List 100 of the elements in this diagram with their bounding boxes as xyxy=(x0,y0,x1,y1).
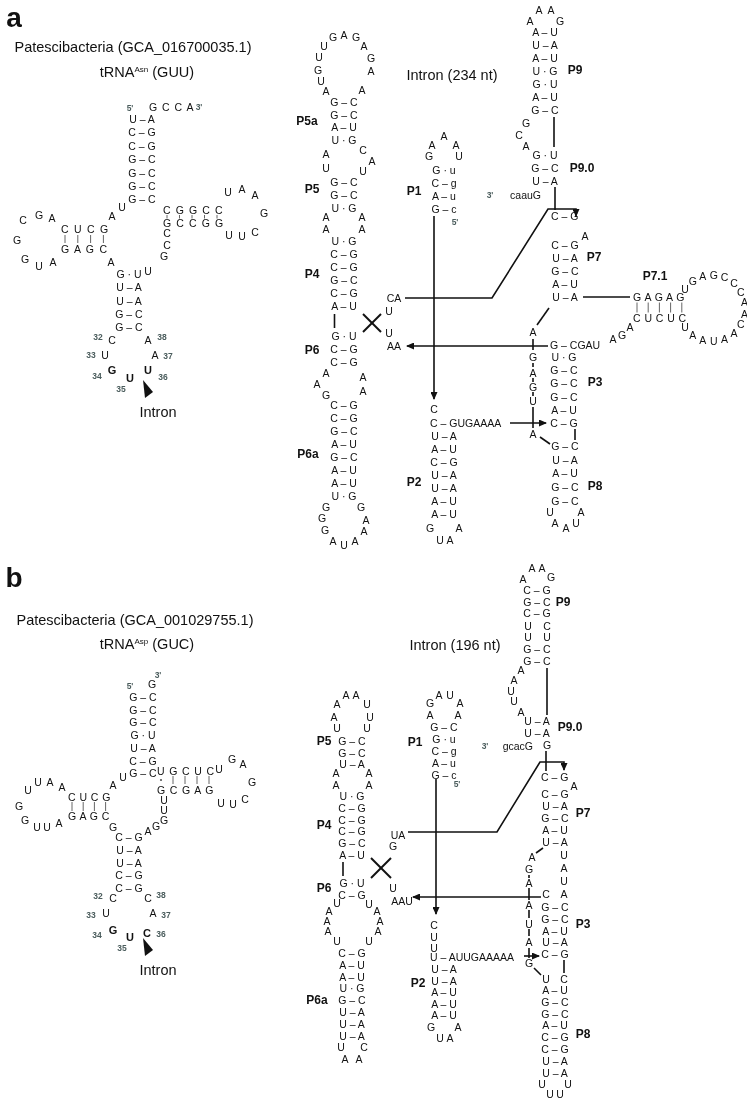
position-mark: 33 xyxy=(86,350,96,360)
nucleotide: G xyxy=(555,15,565,27)
nucleotide: G xyxy=(709,269,718,282)
base-pair: U – A xyxy=(431,430,457,442)
base-pair: C – G xyxy=(330,343,358,355)
base-pair: C – G xyxy=(541,1043,569,1055)
nucleotide: U xyxy=(101,349,109,361)
nucleotide: U xyxy=(315,51,323,63)
base-pair: G – C xyxy=(129,716,157,729)
base-pair: C – G xyxy=(541,948,569,961)
nucleotide: A xyxy=(359,371,367,383)
base-pair: U · G xyxy=(339,982,365,995)
nucleotide: A xyxy=(108,210,116,222)
nucleotide: A xyxy=(149,907,157,919)
base-pair: U – A xyxy=(116,856,142,869)
base-pair: C – G xyxy=(523,607,551,620)
base-pair: A – U xyxy=(532,52,558,64)
nucleotide: A xyxy=(446,1032,454,1044)
domain-label: P4 xyxy=(304,267,320,281)
nucleotide: A xyxy=(435,689,443,701)
nucleotide: U xyxy=(542,973,550,985)
nucleotide: U xyxy=(560,849,568,861)
domain-label: P3 xyxy=(587,375,603,389)
nucleotide: A xyxy=(322,367,330,379)
nucleotide: A xyxy=(519,573,527,585)
domain-label: P6 xyxy=(316,881,332,895)
nucleotide: A xyxy=(360,525,368,537)
base-pair: G – C xyxy=(115,307,143,320)
nucleotide: G xyxy=(528,351,538,363)
nucleotide: G xyxy=(328,31,338,43)
nucleotide: U xyxy=(529,395,537,407)
base-pair: U – A xyxy=(542,1066,568,1079)
nucleotide: A xyxy=(367,65,375,77)
nucleotide: C xyxy=(737,286,745,298)
nucleotide: U xyxy=(160,794,168,806)
nucleotide: A xyxy=(525,877,533,889)
nucleotide: A xyxy=(528,851,536,863)
nucleotide: C xyxy=(543,620,551,632)
nucleotide: U xyxy=(333,935,341,947)
nucleotide: G xyxy=(321,389,331,401)
nucleotide: C xyxy=(542,888,550,900)
nucleotide: A xyxy=(510,674,518,686)
nucleotide: G xyxy=(14,800,24,812)
nucleotide: U xyxy=(365,898,373,910)
nucleotide: U xyxy=(572,517,580,529)
nucleotide: U xyxy=(320,40,328,52)
nucleotide: A xyxy=(526,15,534,27)
base-pair: G – C xyxy=(330,96,358,108)
base-pair: A – U xyxy=(551,403,577,416)
organism-title: Patescibacteria (GCA_016700035.1) xyxy=(14,38,252,56)
position-mark: 5' xyxy=(126,103,134,113)
nucleotide: A xyxy=(551,517,559,529)
nucleotide: U xyxy=(43,821,51,833)
nucleotide: G xyxy=(524,957,534,969)
base-pair: G · U xyxy=(532,78,558,90)
nucleotide: A xyxy=(452,139,460,151)
position-mark: 35 xyxy=(116,384,126,394)
base-pair: G · U xyxy=(532,149,558,161)
nucleotide: U xyxy=(436,1032,444,1044)
base-pair: G – C xyxy=(338,837,366,850)
nucleotide: A xyxy=(454,1021,462,1033)
nucleotide: G xyxy=(159,814,169,826)
nucleotide: A xyxy=(107,256,115,268)
nucleotide: A xyxy=(48,212,56,224)
nucleotide: A xyxy=(560,888,568,900)
stem-strand: G C C A xyxy=(149,101,194,113)
nucleotide: G xyxy=(20,814,30,826)
nucleotide: G xyxy=(108,821,118,833)
nucleotide: G xyxy=(425,697,435,709)
anticodon-nucleotide: U xyxy=(126,931,134,943)
nucleotide: C xyxy=(241,793,249,805)
base-pair: U – AUUGAAAAA xyxy=(430,951,515,963)
domain-label: P6a xyxy=(306,993,328,1007)
stem-strand: G C C G G xyxy=(163,217,224,229)
base-pair: C – G xyxy=(330,412,358,424)
nucleotide: A xyxy=(626,321,634,333)
base-pair: U – A xyxy=(431,963,457,975)
nucleotide: U xyxy=(560,875,568,887)
nucleotide: U xyxy=(333,722,341,734)
nucleotide: G xyxy=(426,1021,436,1033)
position-mark: 5' xyxy=(451,217,459,227)
nucleotide: U xyxy=(365,935,373,947)
base-pair: C – G xyxy=(550,417,578,429)
stem-strand: C G G C C xyxy=(163,204,223,216)
position-mark: 5' xyxy=(126,681,134,691)
nucleotide: U xyxy=(385,327,393,339)
base-pair: U – A xyxy=(431,482,457,494)
nucleotide: A xyxy=(323,915,331,927)
nucleotide: A xyxy=(581,230,589,242)
nucleotide: A xyxy=(49,256,57,268)
nucleotide: A xyxy=(560,862,568,874)
base-pair: G · U xyxy=(339,877,365,889)
base-pair: A – U xyxy=(431,495,457,507)
nucleotide: U xyxy=(546,506,554,518)
base-pair: G – C xyxy=(550,390,578,403)
base-pair: G · U xyxy=(331,330,357,342)
nucleotide: U xyxy=(430,931,438,943)
base-pair: G · U xyxy=(130,729,156,742)
nucleotide: A xyxy=(324,925,332,937)
nucleotide: U xyxy=(359,165,367,177)
